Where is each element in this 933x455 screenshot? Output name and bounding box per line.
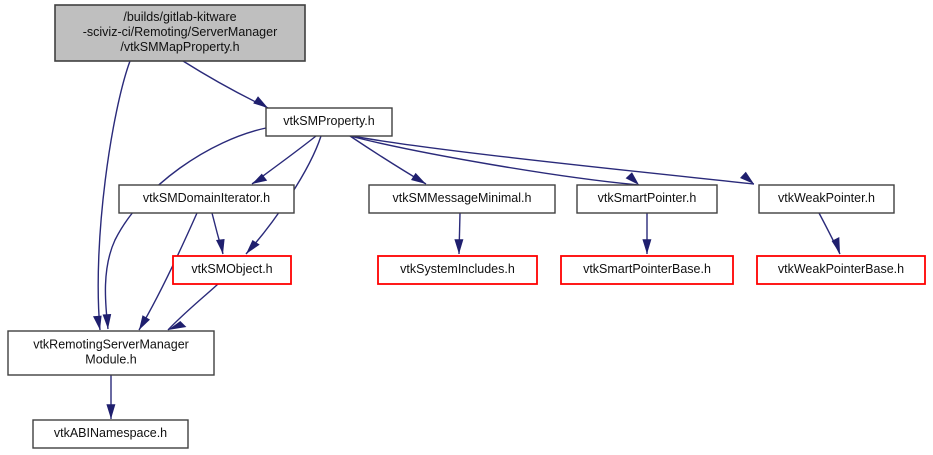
- graph-node-abinamespace[interactable]: vtkABINamespace.h: [32, 419, 189, 449]
- node-box[interactable]: [54, 4, 306, 62]
- edge-smartpointer-to-smartpointerbase: [642, 213, 652, 254]
- arrowhead-icon: [252, 173, 268, 184]
- node-box[interactable]: [576, 184, 718, 214]
- node-box[interactable]: [172, 255, 292, 285]
- arrowhead-icon: [625, 172, 639, 185]
- edge-line: [167, 283, 219, 331]
- edge-line: [97, 60, 131, 331]
- edge-line: [351, 135, 755, 185]
- graph-node-smobject[interactable]: vtkSMObject.h: [172, 255, 292, 285]
- node-box[interactable]: [560, 255, 734, 285]
- node-box[interactable]: [118, 184, 295, 214]
- graph-node-weakpointerbase[interactable]: vtkWeakPointerBase.h: [756, 255, 926, 285]
- node-box[interactable]: [377, 255, 538, 285]
- graph-node-messageminimal[interactable]: vtkSMMessageMinimal.h: [368, 184, 556, 214]
- arrowhead-icon: [740, 171, 754, 184]
- arrowhead-icon: [102, 314, 112, 329]
- node-box[interactable]: [265, 107, 393, 137]
- edge-smproperty-to-messageminimal: [349, 135, 427, 185]
- node-box[interactable]: [32, 419, 189, 449]
- edge-smobject-to-module: [167, 283, 219, 331]
- node-box[interactable]: [758, 184, 895, 214]
- graph-node-root[interactable]: /builds/gitlab-kitware-sciviz-ci/Remotin…: [54, 4, 306, 62]
- arrowhead-icon: [168, 321, 187, 330]
- arrowhead-icon: [106, 404, 116, 419]
- edge-messageminimal-to-systemincludes: [454, 212, 464, 255]
- arrowhead-icon: [831, 237, 840, 254]
- arrowhead-icon: [246, 240, 260, 254]
- edge-line: [104, 127, 267, 330]
- graph-node-systemincludes[interactable]: vtkSystemIncludes.h: [377, 255, 538, 285]
- node-box[interactable]: [7, 330, 215, 376]
- arrowhead-icon: [253, 96, 268, 108]
- arrowhead-icon: [454, 239, 464, 254]
- arrowhead-icon: [216, 239, 225, 254]
- edge-smproperty-to-smartpointer: [349, 135, 640, 186]
- graph-node-smartpointerbase[interactable]: vtkSmartPointerBase.h: [560, 255, 734, 285]
- graph-node-smproperty[interactable]: vtkSMProperty.h: [265, 107, 393, 137]
- node-box[interactable]: [368, 184, 556, 214]
- arrowhead-icon: [139, 315, 150, 330]
- edge-module-to-abinamespace: [106, 375, 116, 419]
- arrowhead-icon: [93, 315, 102, 330]
- edges-layer: [93, 60, 841, 419]
- arrowhead-icon: [642, 239, 652, 254]
- edge-smproperty-to-weakpointer: [351, 135, 755, 185]
- graph-node-smartpointer[interactable]: vtkSmartPointer.h: [576, 184, 718, 214]
- edge-weakpointer-to-weakpointerbase: [818, 212, 841, 255]
- edge-line: [349, 135, 640, 186]
- edge-smproperty-to-module: [102, 127, 267, 330]
- arrowhead-icon: [411, 172, 426, 184]
- edge-root-to-smproperty: [182, 60, 269, 109]
- graph-node-domainiterator[interactable]: vtkSMDomainIterator.h: [118, 184, 295, 214]
- edge-root-to-module: [93, 60, 131, 331]
- nodes-layer: /builds/gitlab-kitware-sciviz-ci/Remotin…: [7, 4, 926, 449]
- graph-node-weakpointer[interactable]: vtkWeakPointer.h: [758, 184, 895, 214]
- edge-smproperty-to-domainiterator: [251, 135, 317, 185]
- edge-domainiterator-to-module: [138, 212, 198, 331]
- edge-domainiterator-to-smobject: [211, 212, 225, 255]
- node-box[interactable]: [756, 255, 926, 285]
